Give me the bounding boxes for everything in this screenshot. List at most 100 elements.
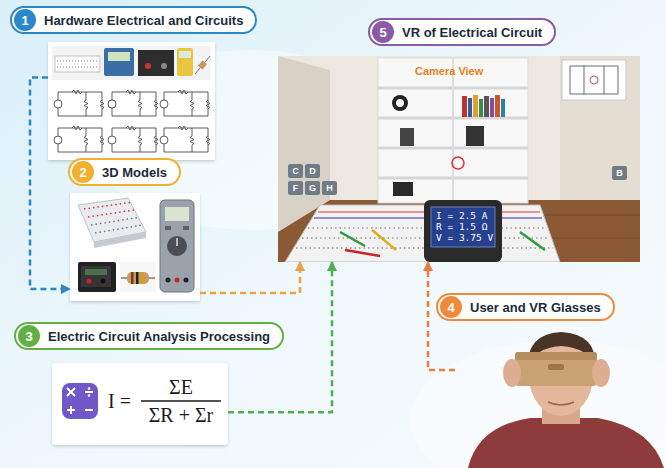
models-panel-part [141, 272, 144, 284]
hardware-panel-part [177, 48, 193, 76]
step-number: 4 [440, 296, 462, 318]
models-panel-part [165, 207, 189, 221]
background-part [410, 340, 666, 468]
user-panel: 4User and VR Glasses [455, 330, 666, 468]
models-panel-part [167, 236, 187, 256]
hardware-panel-part [52, 46, 211, 80]
vr-scene-part [501, 99, 505, 117]
models-panel-part [85, 269, 107, 275]
vr-scene-part [278, 56, 640, 262]
models-panel: 23D Models [70, 193, 200, 301]
button-label: H [326, 183, 333, 193]
models-panel-part [87, 279, 92, 284]
menu-button: F [288, 181, 303, 195]
models-panel-part [166, 278, 171, 283]
models-panel-part [91, 218, 138, 226]
view-label: Camera View [415, 65, 483, 77]
formula-numerator: ΣE [169, 376, 193, 399]
models-panel-part [70, 193, 200, 301]
models-panel-part [81, 266, 111, 287]
heading-pill: 4 User and VR Glasses [436, 293, 615, 321]
vr-scene-part [520, 232, 545, 250]
models-panel-part [94, 232, 146, 248]
vr-scene-part [562, 60, 626, 100]
hardware-panel-part [57, 67, 98, 68]
vr-scene-part [372, 230, 396, 250]
heading-pill: 3 Electric Circuit Analysis Processing [14, 322, 284, 350]
button-label: D [309, 166, 316, 176]
section-heading: User and VR Glasses [470, 300, 601, 315]
vr-scene-part [278, 200, 640, 262]
step-number: 3 [18, 325, 40, 347]
menu-button: G [305, 181, 320, 195]
section-heading: 3D Models [102, 165, 167, 180]
analysis-panel [52, 363, 228, 445]
models-panel-part [101, 279, 106, 284]
vr-scene-part [484, 96, 489, 117]
hardware-panel-part [161, 63, 167, 69]
dashed-connector [30, 77, 70, 289]
hardware-panel [48, 42, 215, 160]
models-panel-part [88, 210, 134, 217]
models-panel-part [131, 272, 134, 284]
vr-screen: 5VR of Electrical CircuitCamera ViewI = … [278, 56, 640, 262]
analysis-panel-part [141, 400, 221, 402]
section-heading: Electric Circuit Analysis Processing [48, 329, 270, 344]
models-panel [70, 193, 200, 301]
person-figure-part [548, 364, 564, 370]
person-figure-part [515, 352, 597, 386]
models-panel-part [120, 262, 156, 292]
hardware-panel-part [57, 61, 98, 62]
analysis-panel: 3Electric Circuit Analysis ProcessingI =… [52, 363, 228, 445]
vr-scene-part [473, 95, 478, 117]
vr-scene-part [396, 99, 404, 107]
vr-scene-part [570, 66, 618, 94]
heading-pill: 1Hardware Electrical and Circuits [10, 6, 257, 34]
person-figure [468, 332, 664, 468]
step-number: 1 [14, 9, 36, 31]
hardware-panel-part [145, 63, 151, 69]
hardware-panel-part [179, 51, 191, 58]
vr-scene-part [495, 95, 500, 117]
vr-scene-part [590, 76, 598, 84]
models-panel-part [95, 225, 142, 233]
vr-scene-part [345, 250, 380, 256]
button-label: F [293, 183, 299, 193]
button-label: B [616, 168, 623, 178]
vr-scene-part [431, 207, 495, 247]
heading-pill: 5VR of Electrical Circuit [368, 18, 556, 46]
hardware-panel: 1Hardware Electrical and Circuits [48, 42, 215, 160]
vr-scene-part [452, 157, 464, 169]
vr-scene-part [468, 98, 472, 117]
heading-pill: 2 3D Models [68, 158, 181, 186]
models-panel-part [84, 203, 130, 210]
analysis-panel-part [67, 388, 75, 396]
meter-reading: I = 2.5 A [436, 210, 487, 221]
models-panel-part [184, 278, 189, 283]
step-number: 5 [372, 21, 394, 43]
analysis-panel-part [88, 394, 91, 397]
hardware-panel-part [54, 126, 104, 152]
vr-scene-part [393, 182, 413, 196]
models-panel-part [176, 238, 178, 246]
person-figure-part [468, 418, 664, 468]
step-number: 2 [72, 161, 94, 183]
analysis-panel-part [62, 383, 98, 419]
hardware-panel-part [195, 56, 210, 74]
person-figure-part [503, 359, 521, 387]
analysis-panel-part [85, 409, 93, 411]
vr-scene-part [490, 98, 494, 117]
hardware-panel-part [55, 56, 100, 72]
menu-button: D [305, 164, 320, 178]
models-panel-part [175, 278, 180, 283]
models-panel-part [136, 272, 139, 284]
hardware-panel-part [160, 126, 210, 152]
button-label: C [292, 166, 299, 176]
models-panel-part [127, 272, 149, 284]
person-figure-part [548, 402, 574, 405]
vr-scene-part [340, 232, 365, 246]
